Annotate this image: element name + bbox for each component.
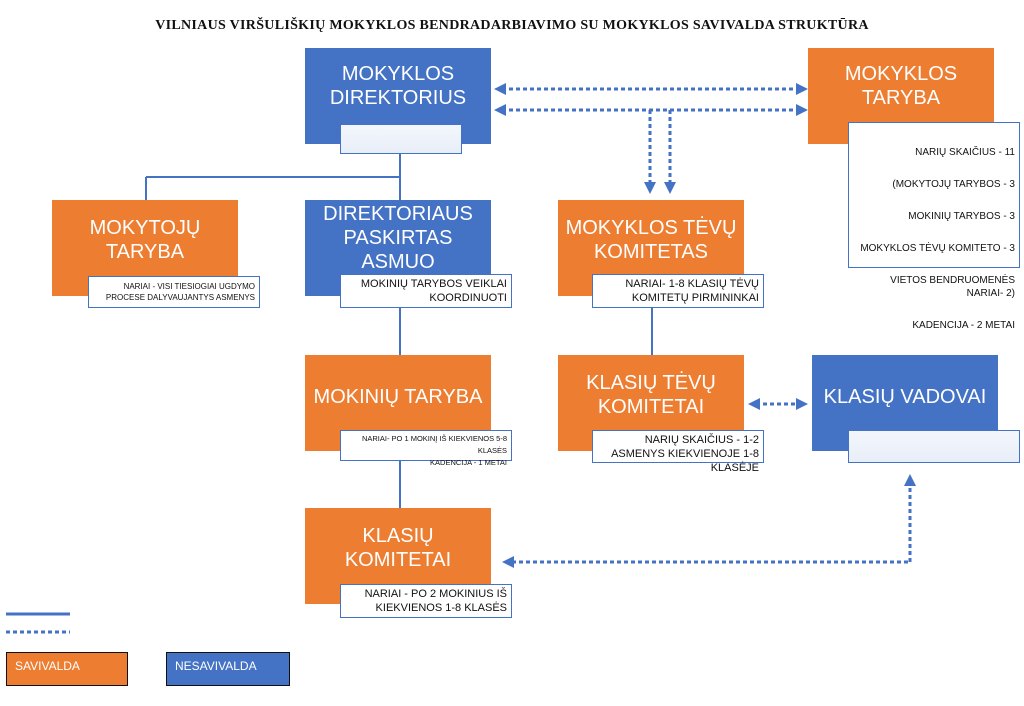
node-label: MOKYKLOS TARYBA	[844, 63, 958, 109]
note-row: VIETOS BENDRUOMENĖS NARIAI- 2)	[890, 275, 1015, 299]
note-row: KADENCIJA - 2 METAI	[912, 320, 1015, 331]
legend-label: NESAVIVALDA	[175, 659, 257, 673]
node-note-taryba: NARIŲ SKAIČIUS - 11 (MOKYTOJŲ TARYBOS - …	[848, 122, 1020, 331]
legend-label: SAVIVALDA	[15, 659, 80, 673]
node-note-klasiu-vadovai	[848, 430, 1020, 463]
node-mokiniu-taryba: MOKINIŲ TARYBA	[305, 355, 491, 451]
legend-nesavivalda: NESAVIVALDA	[166, 652, 290, 686]
node-note-klasiu-tevu: NARIŲ SKAIČIUS - 1-2 ASMENYS KIEKVIENOJE…	[592, 430, 764, 474]
note-row: MOKYKLOS TĖVŲ KOMITETO - 3	[860, 243, 1015, 254]
node-note-paskirtas: MOKINIŲ TARYBOS VEIKLAI KOORDINUOTI	[340, 274, 512, 308]
node-label: KLASIŲ KOMITETAI	[344, 525, 452, 571]
node-note-tevu-komitetas: NARIAI- 1-8 KLASIŲ TĖVŲ KOMITETŲ PIRMINI…	[592, 274, 764, 308]
node-label: DIREKTORIAUS PASKIRTAS ASMUO	[323, 203, 473, 273]
node-note-mokytoju-taryba: NARIAI - VISI TIESIOGIAI UGDYMO PROCESE …	[88, 276, 260, 308]
node-label: KLASIŲ TĖVŲ KOMITETAI	[586, 372, 716, 418]
node-note-direktorius	[340, 124, 462, 154]
diagram-title: VILNIAUS VIRŠULIŠKIŲ MOKYKLOS BENDRADARB…	[155, 18, 869, 33]
node-label: MOKINIŲ TARYBA	[313, 386, 483, 408]
note-row: (MOKYTOJŲ TARYBOS - 3	[892, 179, 1015, 190]
node-note-klasiu-komitetai: NARIAI - PO 2 MOKINIUS IŠ KIEKVIENOS 1-8…	[340, 584, 512, 618]
legend-savivalda: SAVIVALDA	[6, 652, 128, 686]
node-label: MOKYKLOS TĖVŲ KOMITETAS	[565, 217, 737, 263]
note-row: MOKINIŲ TARYBOS - 3	[908, 211, 1015, 222]
node-note-mokiniu-taryba: NARIAI- PO 1 MOKINĮ IŠ KIEKVIENOS 5-8 KL…	[340, 430, 512, 467]
node-label: MOKYTOJŲ TARYBA	[89, 217, 201, 263]
note-row: NARIŲ SKAIČIUS - 11	[915, 147, 1015, 158]
node-label: MOKYKLOS DIREKTORIUS	[329, 63, 467, 109]
node-label: KLASIŲ VADOVAI	[823, 386, 987, 408]
